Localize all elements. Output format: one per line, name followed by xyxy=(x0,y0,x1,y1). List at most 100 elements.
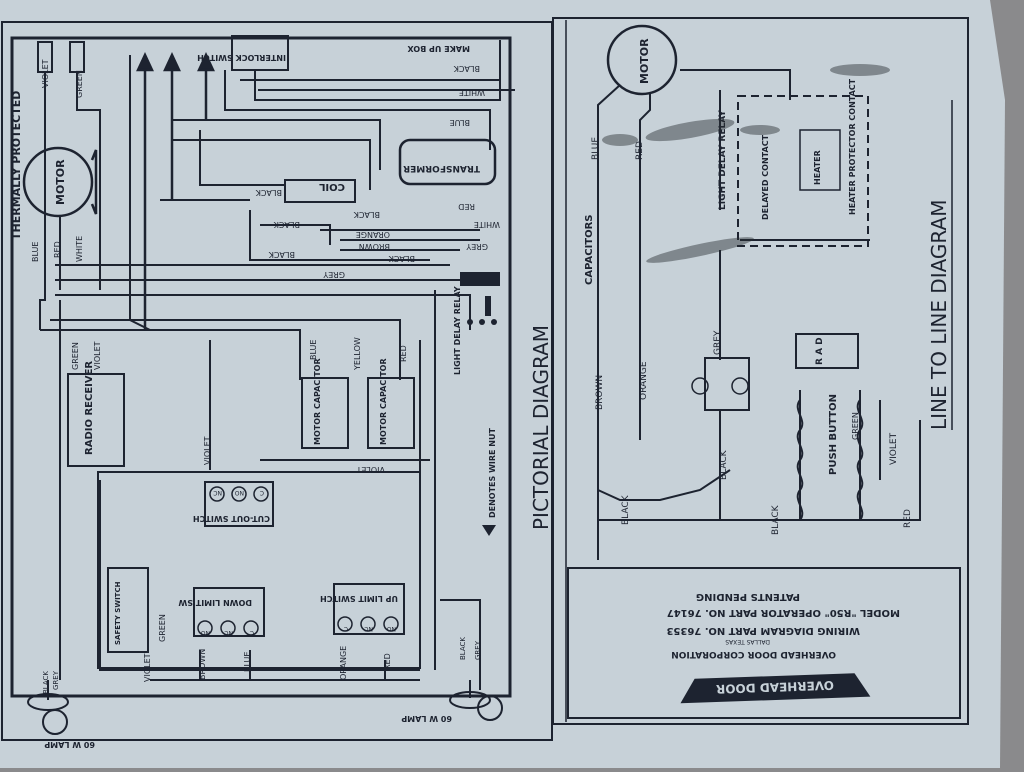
wire-label-yellow-cap: YELLOW xyxy=(353,337,362,371)
wire-label-white-trans: WHITE xyxy=(474,220,500,229)
overhead-door-logo: OVERHEAD DOOR xyxy=(680,673,871,704)
wire-label-black-d: BLACK xyxy=(268,250,295,259)
ltl-orange-label: ORANGE xyxy=(639,361,649,400)
motor-capacitor-2-label: MOTOR CAPACITOR xyxy=(379,358,388,445)
title-block-city: DALLAS TEXAS xyxy=(725,638,770,645)
ltl-black-label-1: BLACK xyxy=(719,449,729,480)
title-block-line3: PATENTS PENDING xyxy=(696,591,800,602)
thermally-protected-label: THERMALLY PROTECTED xyxy=(10,91,23,240)
up-terminal-c: C xyxy=(344,625,348,632)
grime-smudges xyxy=(602,64,890,263)
down-limit-switch-label: DOWN LIMIT SW xyxy=(178,598,252,607)
wire-label-orange-bottom: ORANGE xyxy=(339,646,348,680)
light-delay-relay-component: LIGHT DELAY RELAY xyxy=(453,272,500,375)
lamp-left: 60 W LAMP xyxy=(27,680,95,749)
cutout-switch: NC NO C CUT-OUT SWITCH xyxy=(193,481,274,527)
ltl-green-label: GREEN xyxy=(851,412,860,440)
ltl-heater-label: HEATER xyxy=(813,150,822,185)
cutout-terminal-c: C xyxy=(260,489,264,496)
down-terminal-no: NO xyxy=(201,629,210,636)
ltl-rad-label: R A D xyxy=(815,337,825,365)
coil-component: COIL xyxy=(284,179,356,203)
up-terminal-nc: NC xyxy=(364,625,373,632)
wire-label-blue-bottom: BLUE xyxy=(243,652,252,672)
radio-receiver-component: RADIO RECEIVER xyxy=(67,361,125,467)
wire-label-grey-mid: GREY xyxy=(323,270,345,279)
paper xyxy=(0,0,1005,768)
wire-label-black-coil: BLACK xyxy=(255,188,282,197)
wire-label-violet-h: VIOLET xyxy=(356,465,385,474)
wire-label-red-cap: RED xyxy=(399,345,408,362)
wire-label-green-bottom: GREEN xyxy=(158,614,167,642)
title-block-line1: WIRING DIAGRAM PART NO. 76353 xyxy=(666,625,860,636)
ltl-black-label-3: BLACK xyxy=(771,504,781,535)
interlock-switch: INTERLOCK SWITCH xyxy=(197,35,289,71)
title-block-company: OVERHEAD DOOR CORPORATION xyxy=(671,649,836,659)
overhead-door-logo-text: OVERHEAD DOOR xyxy=(716,678,834,696)
down-terminal-nc: NC xyxy=(224,629,233,636)
pictorial-diagram-title: PICTORIAL DIAGRAM xyxy=(529,325,553,530)
cutout-terminal-no: NO xyxy=(235,489,244,496)
wire-label-blue-top: BLUE xyxy=(450,118,470,127)
ltl-motor-label: MOTOR xyxy=(638,38,651,84)
lamp-left-label: 60 W LAMP xyxy=(44,740,95,749)
ltl-grey-label: GREY xyxy=(713,330,723,355)
ltl-wires xyxy=(597,69,921,560)
wire-label-black-lamp-r: BLACK xyxy=(459,637,467,660)
transformer-label: TRANSFORMER xyxy=(403,163,480,173)
wire-label-orange-mid: ORANGE xyxy=(356,230,390,239)
ltl-violet-label: VIOLET xyxy=(889,432,899,465)
interlock-switch-label: INTERLOCK SWITCH xyxy=(197,53,286,62)
wire-label-red-trans: RED xyxy=(458,202,475,211)
motor-capacitor-2: MOTOR CAPACITOR xyxy=(367,358,415,449)
wire-label-black-top: BLACK xyxy=(453,64,480,73)
inner-wiring-box xyxy=(10,36,512,698)
motor-symbol: MOTOR xyxy=(22,146,98,218)
ltl-capacitors-label: CAPACITORS xyxy=(584,214,595,285)
radio-receiver-label: RADIO RECEIVER xyxy=(84,361,95,455)
transformer-component: TRANSFORMER xyxy=(398,138,497,186)
ltl-relay-symbol xyxy=(691,357,750,411)
title-block: OVERHEAD DOOR CORPORATION DALLAS TEXAS W… xyxy=(666,591,900,704)
wire-label-red-bottom: RED xyxy=(383,653,392,670)
title-block-line2: MODEL "R50" OPERATOR PART NO. 76147 xyxy=(667,607,900,618)
title-block-frame xyxy=(567,567,961,719)
safety-switch: SAFETY SWITCH xyxy=(107,567,149,653)
ltl-heater-protector-label: HEATER PROTECTOR CONTACT xyxy=(848,78,857,215)
wire-nut-icon xyxy=(482,525,496,536)
wire-label-black-a: BLACK xyxy=(353,210,380,219)
wire-nut-note: DENOTES WIRE NUT xyxy=(488,428,497,518)
wire-label-brown-bottom: BROWN xyxy=(198,649,207,680)
wire-label-grey-lamp-l: GREY xyxy=(52,670,60,690)
wire-label-green-radio: GREEN xyxy=(71,342,80,370)
wire-label-red-motor: RED xyxy=(53,241,62,258)
ltl-brown-label: BROWN xyxy=(595,375,605,410)
up-limit-switch-label: UP LIMIT SWITCH xyxy=(320,594,398,603)
make-up-box-label: MAKE UP BOX xyxy=(407,44,470,53)
coil-label: COIL xyxy=(318,181,345,192)
wire-label-blue-motor: BLUE xyxy=(31,242,40,262)
ltl-delayed-contact-label: DELAYED CONTACT xyxy=(761,134,770,220)
ltl-motor: MOTOR xyxy=(606,24,678,96)
wire-label-violet-bottom: VIOLET xyxy=(143,653,152,682)
ltl-red-label-2: RED xyxy=(903,509,913,528)
ltl-black-label-2: BLACK xyxy=(621,494,631,525)
ltl-light-delay-relay-label: LIGHT DELAY RELAY xyxy=(718,110,728,210)
cutout-switch-label: CUT-OUT SWITCH xyxy=(193,514,270,523)
up-terminal-no: NO xyxy=(387,625,396,632)
motor-label: MOTOR xyxy=(54,159,67,205)
lamp-right: 60 W LAMP xyxy=(401,680,503,723)
ltl-blue-label: BLUE xyxy=(591,137,601,160)
down-limit-switch: DOWN LIMIT SW NO NC C xyxy=(178,587,265,637)
cutout-terminal-nc: NC xyxy=(213,489,222,496)
wire-label-black-b: BLACK xyxy=(273,220,300,229)
line-to-line-title: LINE TO LINE DIAGRAM xyxy=(927,200,951,430)
safety-switch-label: SAFETY SWITCH xyxy=(114,581,122,645)
wire-label-green-top: GREEN xyxy=(75,70,84,98)
light-delay-relay-label: LIGHT DELAY RELAY xyxy=(453,286,462,375)
ltl-relay-dashed-box xyxy=(737,95,869,247)
wire-label-brown-mid: BROWN xyxy=(359,242,390,251)
pictorial-wires xyxy=(39,40,515,690)
ltl-push-button: PUSH BUTTON GREEN xyxy=(796,394,864,521)
